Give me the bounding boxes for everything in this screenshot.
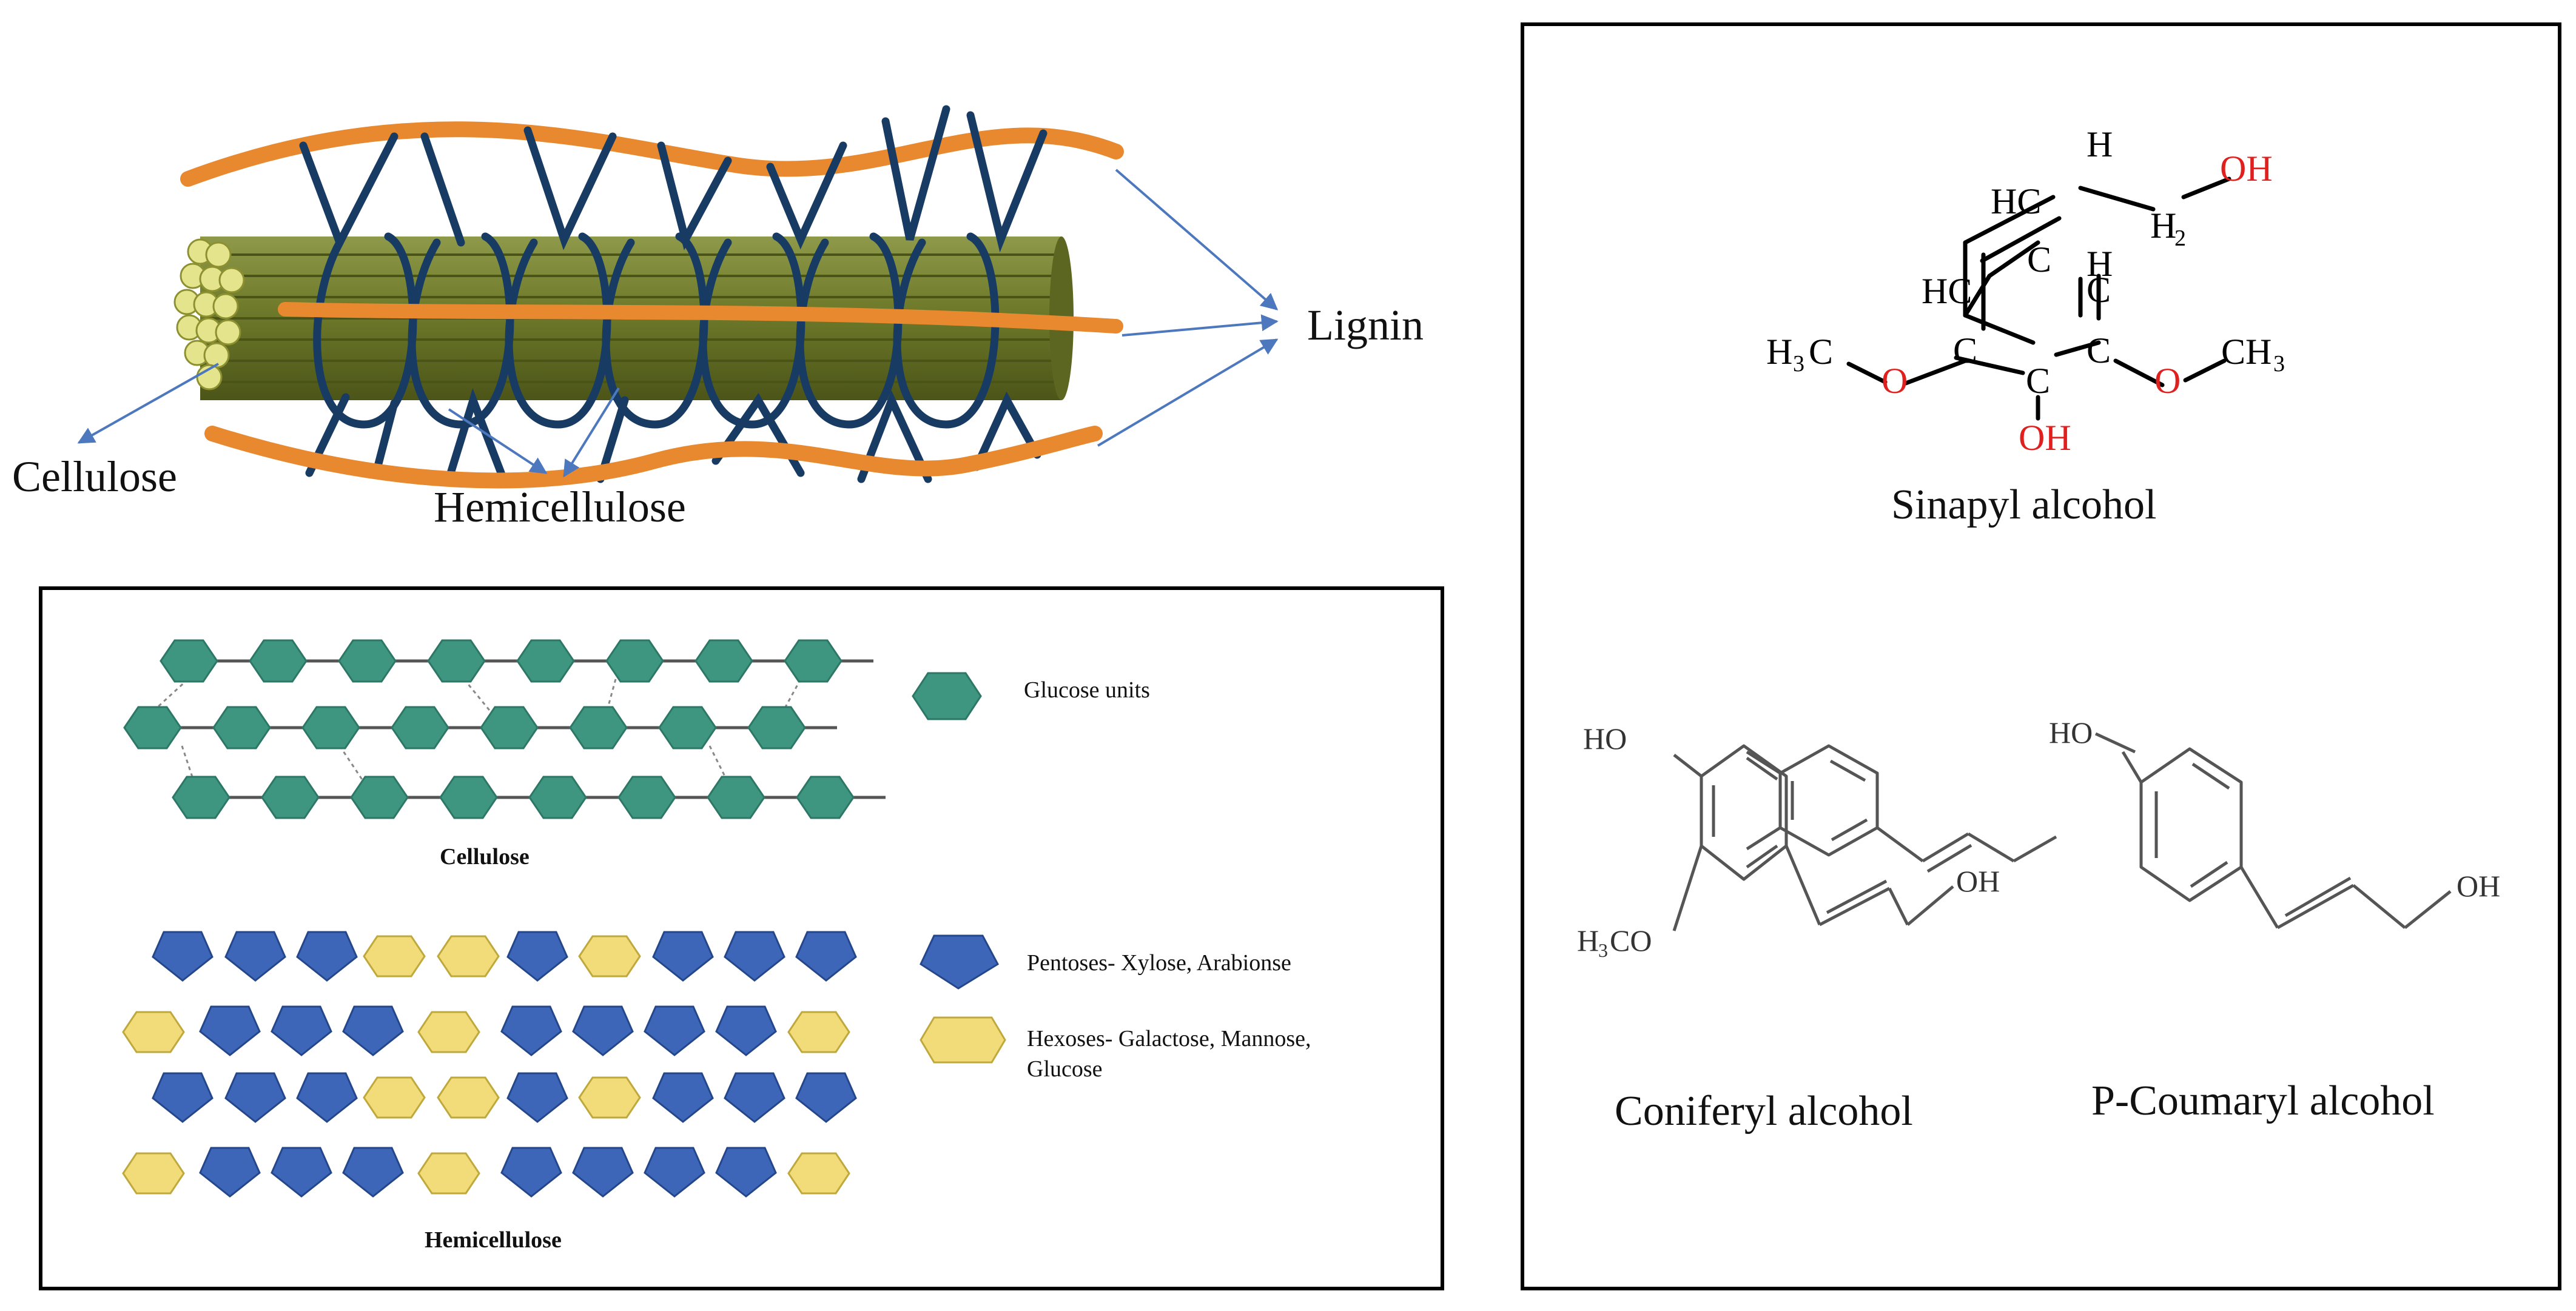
coniferyl-ho-label: HO	[1583, 722, 1627, 756]
sinapyl-atom-c-upper-right: C	[2087, 270, 2111, 310]
polymer-structure-panel: Cellulose	[39, 586, 1444, 1290]
fibril-ends	[173, 238, 245, 391]
label-arrows	[77, 169, 1279, 478]
glucose-legend-swatch	[912, 672, 982, 720]
coniferyl-h3co-h: H	[1577, 924, 1599, 957]
glucose-row-2	[123, 706, 806, 749]
sinapyl-atom-ch3-c: CH	[2221, 332, 2272, 372]
sinapyl-atom-oh-bottom: OH	[2019, 418, 2071, 458]
sinapyl-atom-c-lower-left: C	[1953, 330, 1977, 370]
coumaryl-ring	[2121, 747, 2452, 930]
hemicellulose-caption: Hemicellulose	[425, 1227, 562, 1253]
sinapyl-atom-ch3-subscript: 3	[2273, 351, 2285, 377]
sugar-row-4	[122, 1147, 850, 1198]
lignin-strand-top	[180, 121, 1124, 187]
glucose-legend-label: Glucose units	[1024, 677, 1150, 703]
coniferyl-ring	[1672, 744, 1954, 931]
lignin-strand-middle	[278, 302, 1123, 334]
p-coumaryl-alcohol-structure: HO OH	[2049, 716, 2500, 903]
coniferyl-h3co-subscript: 3	[1598, 939, 1608, 961]
sugar-legend: Glucose units Pentoses- Xylose, Arabions…	[912, 672, 1311, 1082]
sinapyl-alcohol-name: Sinapyl alcohol	[1891, 481, 2156, 528]
sugar-row-1	[152, 931, 857, 982]
sinapyl-atom-c-bottom: C	[2026, 361, 2050, 401]
sinapyl-atom-h-top: H	[2087, 124, 2113, 164]
hemicellulose-chains	[122, 931, 857, 1198]
coniferyl-h3co-rest: CO	[1610, 924, 1652, 957]
coniferyl-oh-label: OH	[1956, 864, 2000, 898]
sugar-row-2	[122, 1005, 850, 1056]
monolignol-panel: H HC OH H 2 HC C H C C C C O O H 3 C CH …	[1521, 22, 2561, 1290]
sinapyl-atom-h-right: H	[2087, 244, 2113, 284]
glucose-row-3	[172, 776, 855, 819]
pentose-legend-swatch	[920, 934, 999, 990]
glucose-row-1	[160, 639, 842, 683]
sinapyl-atom-c-top: C	[2027, 240, 2051, 280]
lignin-strand-bottom	[204, 426, 1103, 489]
pentose-legend-label: Pentoses- Xylose, Arabionse	[1027, 950, 1291, 976]
coniferyl-alcohol-structure: HO OH H 3 CO	[1577, 722, 2057, 961]
cellulose-chains	[123, 639, 886, 819]
cellulose-caption: Cellulose	[440, 844, 530, 870]
coumaryl-ho-label: HO	[2049, 716, 2093, 749]
sinapyl-atom-hc-chain: HC	[1991, 181, 2041, 221]
hemicellulose-label: Hemicellulose	[434, 483, 686, 531]
sinapyl-atom-h3c-h: H	[1766, 332, 1792, 372]
sinapyl-atom-c-lower-right: C	[2087, 330, 2111, 370]
p-coumaryl-alcohol-name: P-Coumaryl alcohol	[2091, 1078, 2435, 1124]
cellulose-label: Cellulose	[12, 452, 177, 501]
lignin-label: Lignin	[1307, 301, 1424, 349]
sinapyl-atom-o-left: O	[1882, 361, 1908, 401]
hexose-legend-label-line2: Glucose	[1027, 1056, 1103, 1082]
sinapyl-alcohol-structure: H HC OH H 2 HC C H C C C C O O H 3 C CH …	[1766, 124, 2285, 458]
sinapyl-atom-h2-subscript: 2	[2174, 226, 2186, 251]
sinapyl-atom-h3c-subscript: 3	[1793, 351, 1804, 377]
monolignol-panel-frame	[1521, 22, 2561, 1290]
sinapyl-atom-oh-chain: OH	[2220, 149, 2273, 189]
sinapyl-atom-h2: H	[2150, 206, 2176, 246]
hexose-legend-swatch	[920, 1016, 1006, 1064]
sinapyl-atom-h3c-c: C	[1809, 332, 1833, 372]
sugar-row-3	[152, 1072, 857, 1123]
hexose-legend-label-line1: Hexoses- Galactose, Mannose,	[1027, 1026, 1311, 1051]
coniferyl-alcohol-name: Coniferyl alcohol	[1615, 1088, 1913, 1135]
sinapyl-atom-o-right: O	[2154, 361, 2181, 401]
sinapyl-atom-hc-ring: HC	[1922, 271, 1972, 311]
plant-fiber-illustration: Lignin Cellulose Hemicellulose	[12, 105, 1424, 531]
coumaryl-oh-label: OH	[2457, 869, 2500, 903]
